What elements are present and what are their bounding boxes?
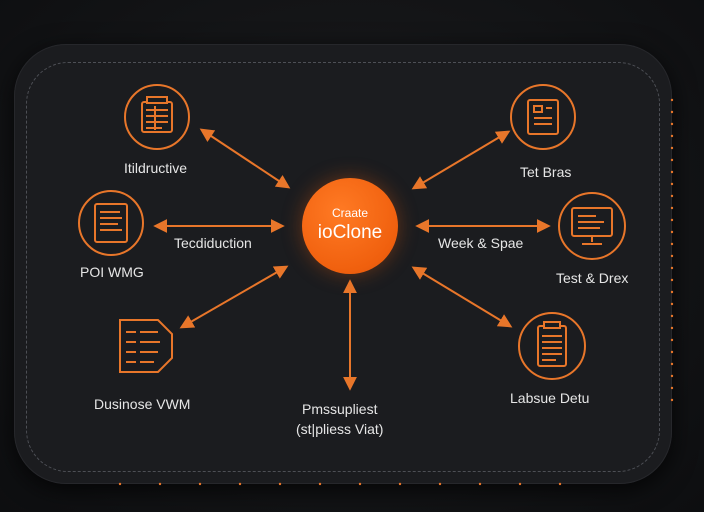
monitor-icon bbox=[571, 207, 613, 245]
node-bottom-right[interactable] bbox=[516, 310, 588, 382]
document-list-icon bbox=[537, 321, 567, 367]
node-top-right[interactable] bbox=[508, 82, 578, 152]
arrow-top-right bbox=[411, 130, 511, 190]
node-bottom-sublabel: (st|pliess Viat) bbox=[296, 421, 384, 437]
node-top-right-label: Tet Bras bbox=[520, 164, 572, 180]
arrow-bottom-left bbox=[179, 265, 289, 329]
arrow-top-left bbox=[199, 128, 291, 189]
node-mid-right[interactable] bbox=[556, 190, 628, 262]
document-list-icon bbox=[94, 203, 128, 243]
node-bottom-left-label: Dusinose VWM bbox=[94, 396, 191, 412]
edge-label-right: Week & Spae bbox=[438, 235, 524, 251]
node-mid-right-label: Test & Drex bbox=[556, 270, 629, 286]
node-bottom-label: Pmssupliest bbox=[302, 401, 378, 417]
document-list-icon bbox=[126, 331, 160, 363]
document-icon bbox=[527, 99, 559, 135]
document-list-icon bbox=[141, 96, 173, 133]
edge-label-left: Tecdiduction bbox=[174, 235, 252, 251]
center-node-title: ioClone bbox=[317, 222, 383, 243]
node-mid-left-label: POI WMG bbox=[80, 264, 144, 280]
node-mid-left[interactable] bbox=[76, 188, 146, 258]
dashed-border bbox=[26, 62, 660, 472]
node-bottom-left[interactable] bbox=[114, 316, 178, 376]
node-top-left-label: Itildructive bbox=[124, 160, 188, 176]
arrow-bottom-right bbox=[411, 266, 513, 328]
node-top-left[interactable] bbox=[122, 82, 192, 152]
center-node[interactable]: Craate ioClone bbox=[302, 178, 398, 274]
node-bottom-right-label: Labsue Detu bbox=[510, 390, 590, 406]
center-node-line1: Craate bbox=[331, 206, 369, 220]
